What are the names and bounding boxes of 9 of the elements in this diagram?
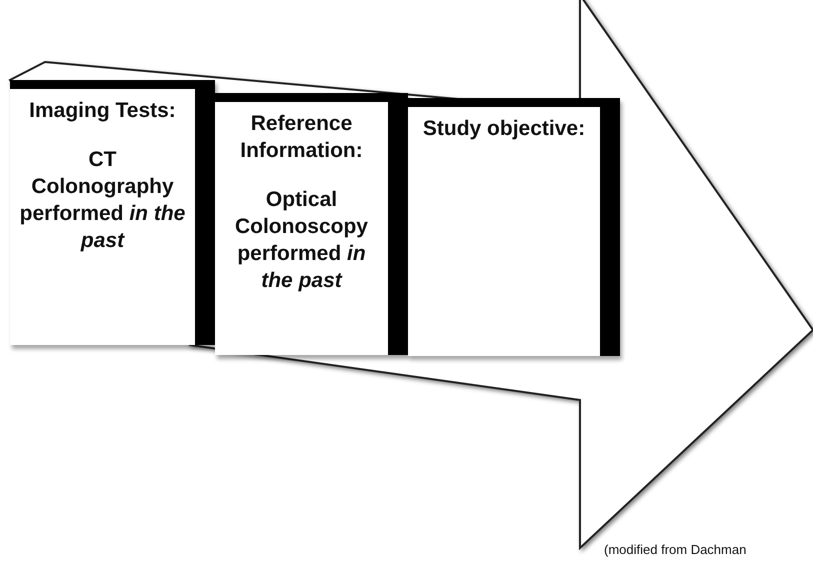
panel-box xyxy=(10,80,215,345)
panel-box xyxy=(408,98,620,356)
source-note: (modified from Dachman xyxy=(604,542,746,557)
panel-box xyxy=(215,93,408,355)
panel-text: CT Colonography performed in the past xyxy=(18,147,186,254)
panel-heading: Study objective: xyxy=(422,116,586,142)
panel-heading: Imaging Tests: xyxy=(28,98,177,124)
panel-text: Optical Colonoscopy performed in the past xyxy=(234,187,369,294)
panel-heading: Reference Information: xyxy=(239,111,364,164)
